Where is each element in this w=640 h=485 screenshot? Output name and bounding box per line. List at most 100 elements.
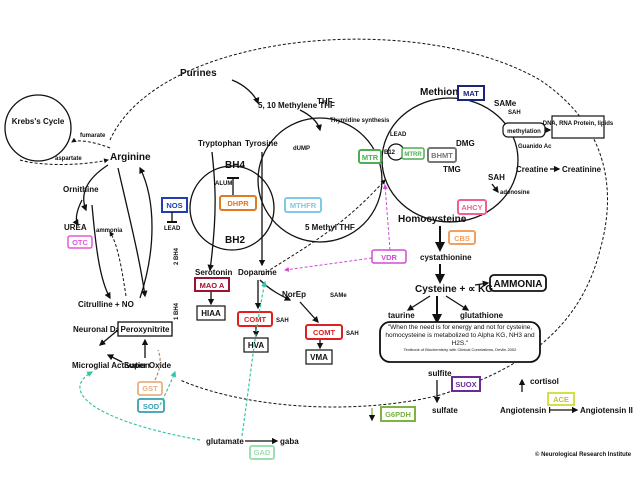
one-bh4-label: 1 BH4 (174, 302, 180, 320)
ahcy-enzyme-box (457, 199, 487, 215)
super-oxide-label: Super Oxide (124, 361, 172, 370)
mtrr-enzyme-box (401, 147, 425, 160)
urea-label: UREA (64, 223, 87, 232)
creatine-label: Creatine (516, 165, 549, 174)
ornithine-to-urea (72, 199, 83, 227)
hva-label: HVA (248, 341, 265, 350)
aspartate-label: aspartate (55, 156, 82, 162)
cystathionine-label: cystathionine (420, 253, 472, 262)
cortisol-label: cortisol (530, 377, 559, 386)
lead-mtr-label: LEAD (390, 132, 407, 138)
glutamate-to-dopamine (241, 280, 267, 437)
taurine-label: taurine (388, 311, 415, 320)
hiaa-box (196, 305, 226, 321)
b12-label: B12 (384, 150, 396, 156)
sod-enzyme-box (137, 398, 165, 413)
methylation-label: methylation (507, 129, 541, 135)
vdr-label: VDR (381, 253, 397, 262)
glutamate-label: glutamate (206, 437, 244, 446)
homocysteine-label: Homocysteine (398, 214, 467, 225)
cbs-label: CBS (454, 234, 470, 243)
dhpr-enzyme-box (219, 195, 257, 211)
serotonin-label: Serotonin (195, 268, 232, 277)
creatinine-label: Creatinine (562, 165, 602, 174)
sah-label: SAH (488, 173, 505, 182)
fumarate-arrow (71, 137, 111, 149)
norep-label: NorEp (282, 290, 306, 299)
same-label: SAMe (494, 99, 517, 108)
angiotensin-1-label: Angiotensin I (500, 406, 551, 415)
bh4-cycle-circle (189, 165, 275, 251)
methionine-label: Methionine (420, 87, 473, 98)
gad-enzyme-box (249, 445, 275, 460)
quote-text: "When the need is for energy and not for… (385, 324, 535, 347)
gaba-label: gaba (280, 437, 299, 446)
two-bh4-label: 2 BH4 (174, 247, 180, 265)
fumarate-label: fumarate (80, 133, 106, 139)
glutathione-label: glutathione (460, 311, 504, 320)
ammonia-big-label: AMMONIA (494, 279, 543, 290)
krebs-cycle-label: Krebs's Cycle (12, 117, 65, 126)
same-mid-label: SAMe (330, 293, 347, 299)
mthfr-label: MTHFR (290, 201, 317, 210)
mthfr-enzyme-box (284, 197, 322, 213)
ornithine-label: Ornithine (63, 185, 99, 194)
mat-enzyme-box (457, 85, 485, 101)
nos-enzyme-box (161, 197, 188, 213)
tryptophan-arrow (207, 151, 216, 272)
vma-label: VMA (310, 353, 328, 362)
citrulline-to-arginine (139, 166, 153, 299)
tryptophan-label: Tryptophan (198, 139, 242, 148)
mao-a-enzyme-box (194, 277, 230, 292)
purines-arrow (231, 79, 260, 105)
dopamine-label: Dopamine (238, 268, 277, 277)
superoxide-to-microglia (106, 354, 123, 363)
peroxynitrite-label: Peroxynitrite (121, 325, 170, 334)
credit-label: © Neurological Research Institute (535, 451, 632, 458)
krebs-cycle-circle (4, 94, 72, 162)
bh4-label: BH4 (225, 160, 245, 171)
quote-source: Textbook of Biochemistry with Clinical C… (403, 347, 517, 353)
otc-enzyme-box (67, 235, 93, 249)
sah-comt1-label: SAH (276, 318, 289, 324)
sod-label: SOD (143, 402, 160, 411)
suox-label: SUOX (455, 380, 476, 389)
cbs-enzyme-box (448, 230, 476, 245)
hiaa-label: HIAA (201, 309, 221, 318)
cysteine-to-taurine (406, 295, 431, 311)
peroxynitrite-to-damage (99, 329, 119, 346)
angiotensin-2-label: Angiotensin II (580, 406, 633, 415)
dhpr-label: DHPR (227, 199, 249, 208)
g6pdh-enzyme-box (380, 406, 416, 422)
guanido-ac-label: Guanido Ac (518, 144, 552, 150)
arginine-to-ornithine (81, 164, 109, 212)
sah-to-adenosine (491, 183, 499, 194)
mtr-enzyme-box (358, 149, 382, 164)
ornithine-to-citrulline (91, 204, 111, 300)
cysteine-kg-label: Cysteine + ∝ KG (415, 284, 493, 295)
dopamine-to-methionine-dashed (261, 179, 386, 276)
ace-label: ACE (553, 395, 569, 404)
cysteine-to-ammonia (474, 280, 490, 288)
otc-label: OTC (72, 238, 88, 247)
dna-rna-box (551, 115, 605, 139)
citrulline-ammonia-dashed (109, 231, 127, 297)
alum-label: ALUM (215, 181, 232, 187)
ammonia-big-box (489, 274, 547, 292)
bh2-label: BH2 (225, 235, 245, 246)
microglial-activation-label: Microglial Activation (72, 361, 150, 370)
mtrr-label: MTRR (404, 152, 422, 158)
lead-nos-label: LEAD (164, 226, 181, 232)
ammonia-small-label: ammonia (96, 228, 123, 234)
gst-label: GST (142, 384, 158, 393)
comt2-enzyme-box (305, 324, 343, 340)
bhmt-enzyme-box (427, 147, 457, 163)
comt1-label: COMT (244, 315, 266, 324)
gst-enzyme-box (137, 381, 163, 396)
tmg-label: TMG (443, 165, 461, 174)
sulfite-label: sulfite (428, 369, 452, 378)
vma-box (305, 349, 333, 365)
peroxynitrite-box (117, 321, 173, 337)
g6pdh-label: G6PDH (385, 410, 411, 419)
